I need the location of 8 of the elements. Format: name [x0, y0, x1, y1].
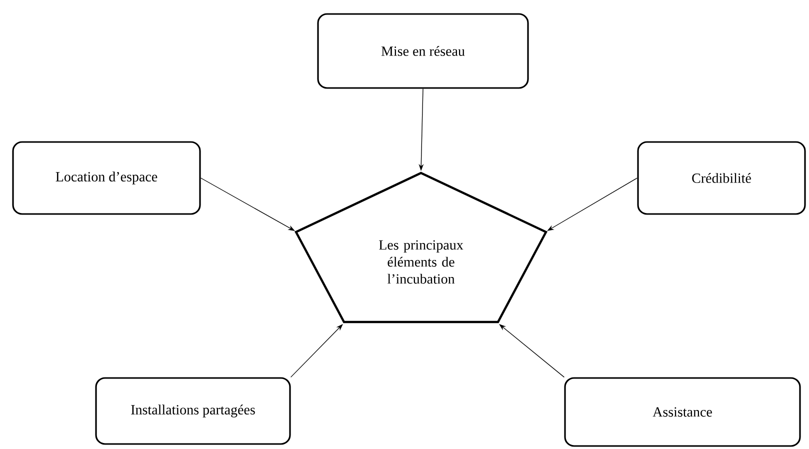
label-box: Location d’espace — [12, 141, 201, 215]
central-pentagon: Les principaux éléments de l’incubation — [294, 172, 548, 324]
label-box: Mise en réseau — [317, 13, 529, 89]
arrow — [290, 324, 343, 378]
arrow — [499, 324, 565, 378]
label-box: Assistance — [564, 377, 801, 447]
label-box: Installations partagées — [95, 377, 291, 445]
label-box: Crédibilité — [637, 141, 806, 215]
